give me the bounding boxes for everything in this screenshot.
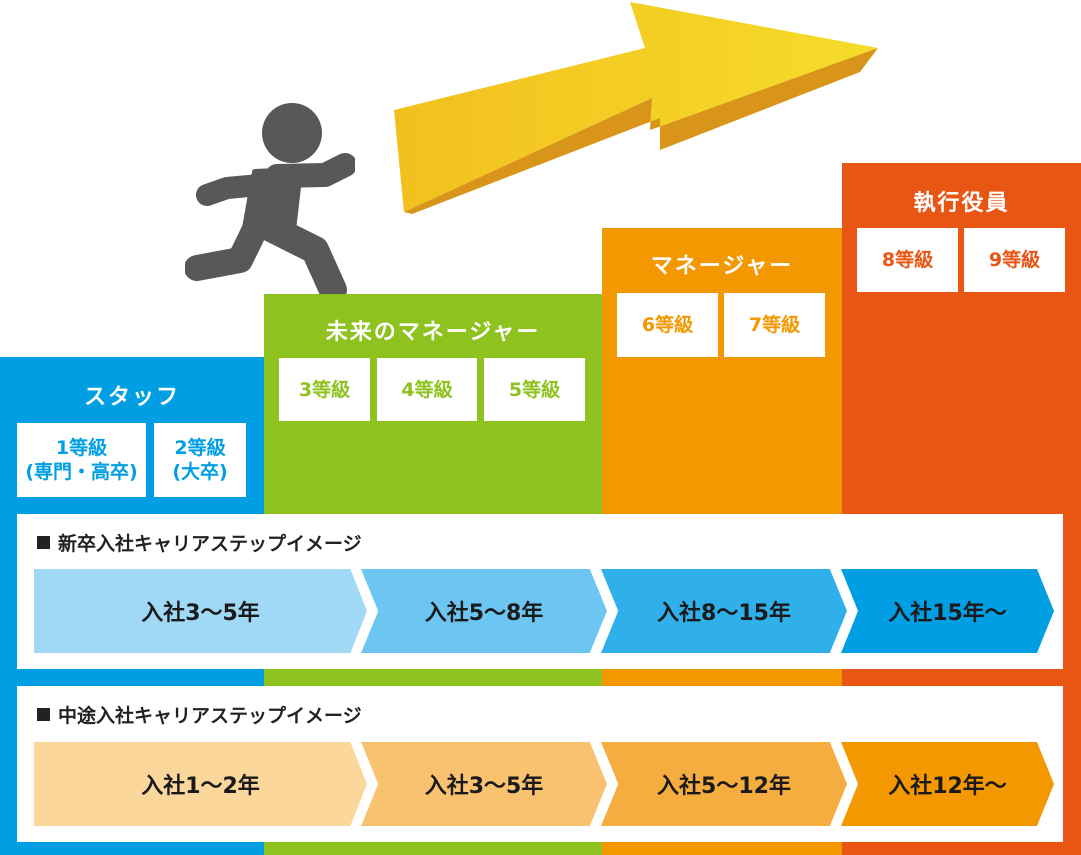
mid-career-step-3: 入社5〜12年	[601, 742, 847, 826]
mid-career-band: 中途入社キャリアステップイメージ 入社1〜2年 入社3〜5年 入社5〜12年 入…	[17, 686, 1063, 842]
heading-text: 中途入社キャリアステップイメージ	[58, 705, 362, 727]
grade-label: 3等級	[298, 378, 351, 401]
grade-label: 8等級	[881, 249, 934, 271]
column-title: スタッフ	[83, 385, 180, 410]
grade-note: (専門・高卒)	[25, 461, 138, 483]
mid-career-heading: 中途入社キャリアステップイメージ	[37, 701, 362, 728]
grade-1-box: 1等級 (専門・高卒)	[17, 423, 146, 497]
new-grad-step-1: 入社3〜5年	[34, 569, 367, 653]
column-title: マネージャー	[650, 254, 794, 279]
grade-label: 6等級	[641, 314, 694, 336]
heading-text: 新卒入社キャリアステップイメージ	[58, 533, 362, 555]
grade-note: (大卒)	[172, 461, 228, 483]
grade-9-box: 9等級	[964, 228, 1065, 292]
square-bullet-icon	[37, 708, 50, 721]
grade-4-box: 4等級	[377, 358, 477, 421]
square-bullet-icon	[37, 536, 50, 549]
grade-3-box: 3等級	[279, 358, 370, 421]
grade-label: 4等級	[401, 378, 453, 401]
mid-career-step-2: 入社3〜5年	[361, 742, 607, 826]
grade-6-box: 6等級	[617, 293, 718, 357]
column-title: 未来のマネージャー	[325, 320, 541, 345]
new-grad-career-band: 新卒入社キャリアステップイメージ 入社3〜5年 入社5〜8年 入社8〜15年 入…	[17, 514, 1063, 669]
grade-label: 1等級	[55, 437, 108, 459]
upward-arrow-icon	[394, 2, 878, 214]
mid-career-step-4: 入社12年〜	[841, 742, 1054, 826]
new-grad-heading: 新卒入社キャリアステップイメージ	[37, 529, 362, 556]
grade-2-box: 2等級 (大卒)	[154, 423, 246, 497]
new-grad-step-3: 入社8〜15年	[601, 569, 847, 653]
running-person-icon	[185, 103, 355, 300]
column-title: 執行役員	[913, 191, 1010, 216]
new-grad-step-2: 入社5〜8年	[361, 569, 607, 653]
grade-7-box: 7等級	[724, 293, 825, 357]
grade-5-box: 5等級	[484, 358, 585, 421]
grade-label: 7等級	[748, 314, 801, 336]
grade-label: 2等級	[174, 437, 226, 459]
new-grad-step-4: 入社15年〜	[841, 569, 1054, 653]
grade-8-box: 8等級	[857, 228, 958, 292]
grade-label: 5等級	[508, 378, 561, 401]
mid-career-step-1: 入社1〜2年	[34, 742, 367, 826]
grade-label: 9等級	[988, 249, 1041, 271]
